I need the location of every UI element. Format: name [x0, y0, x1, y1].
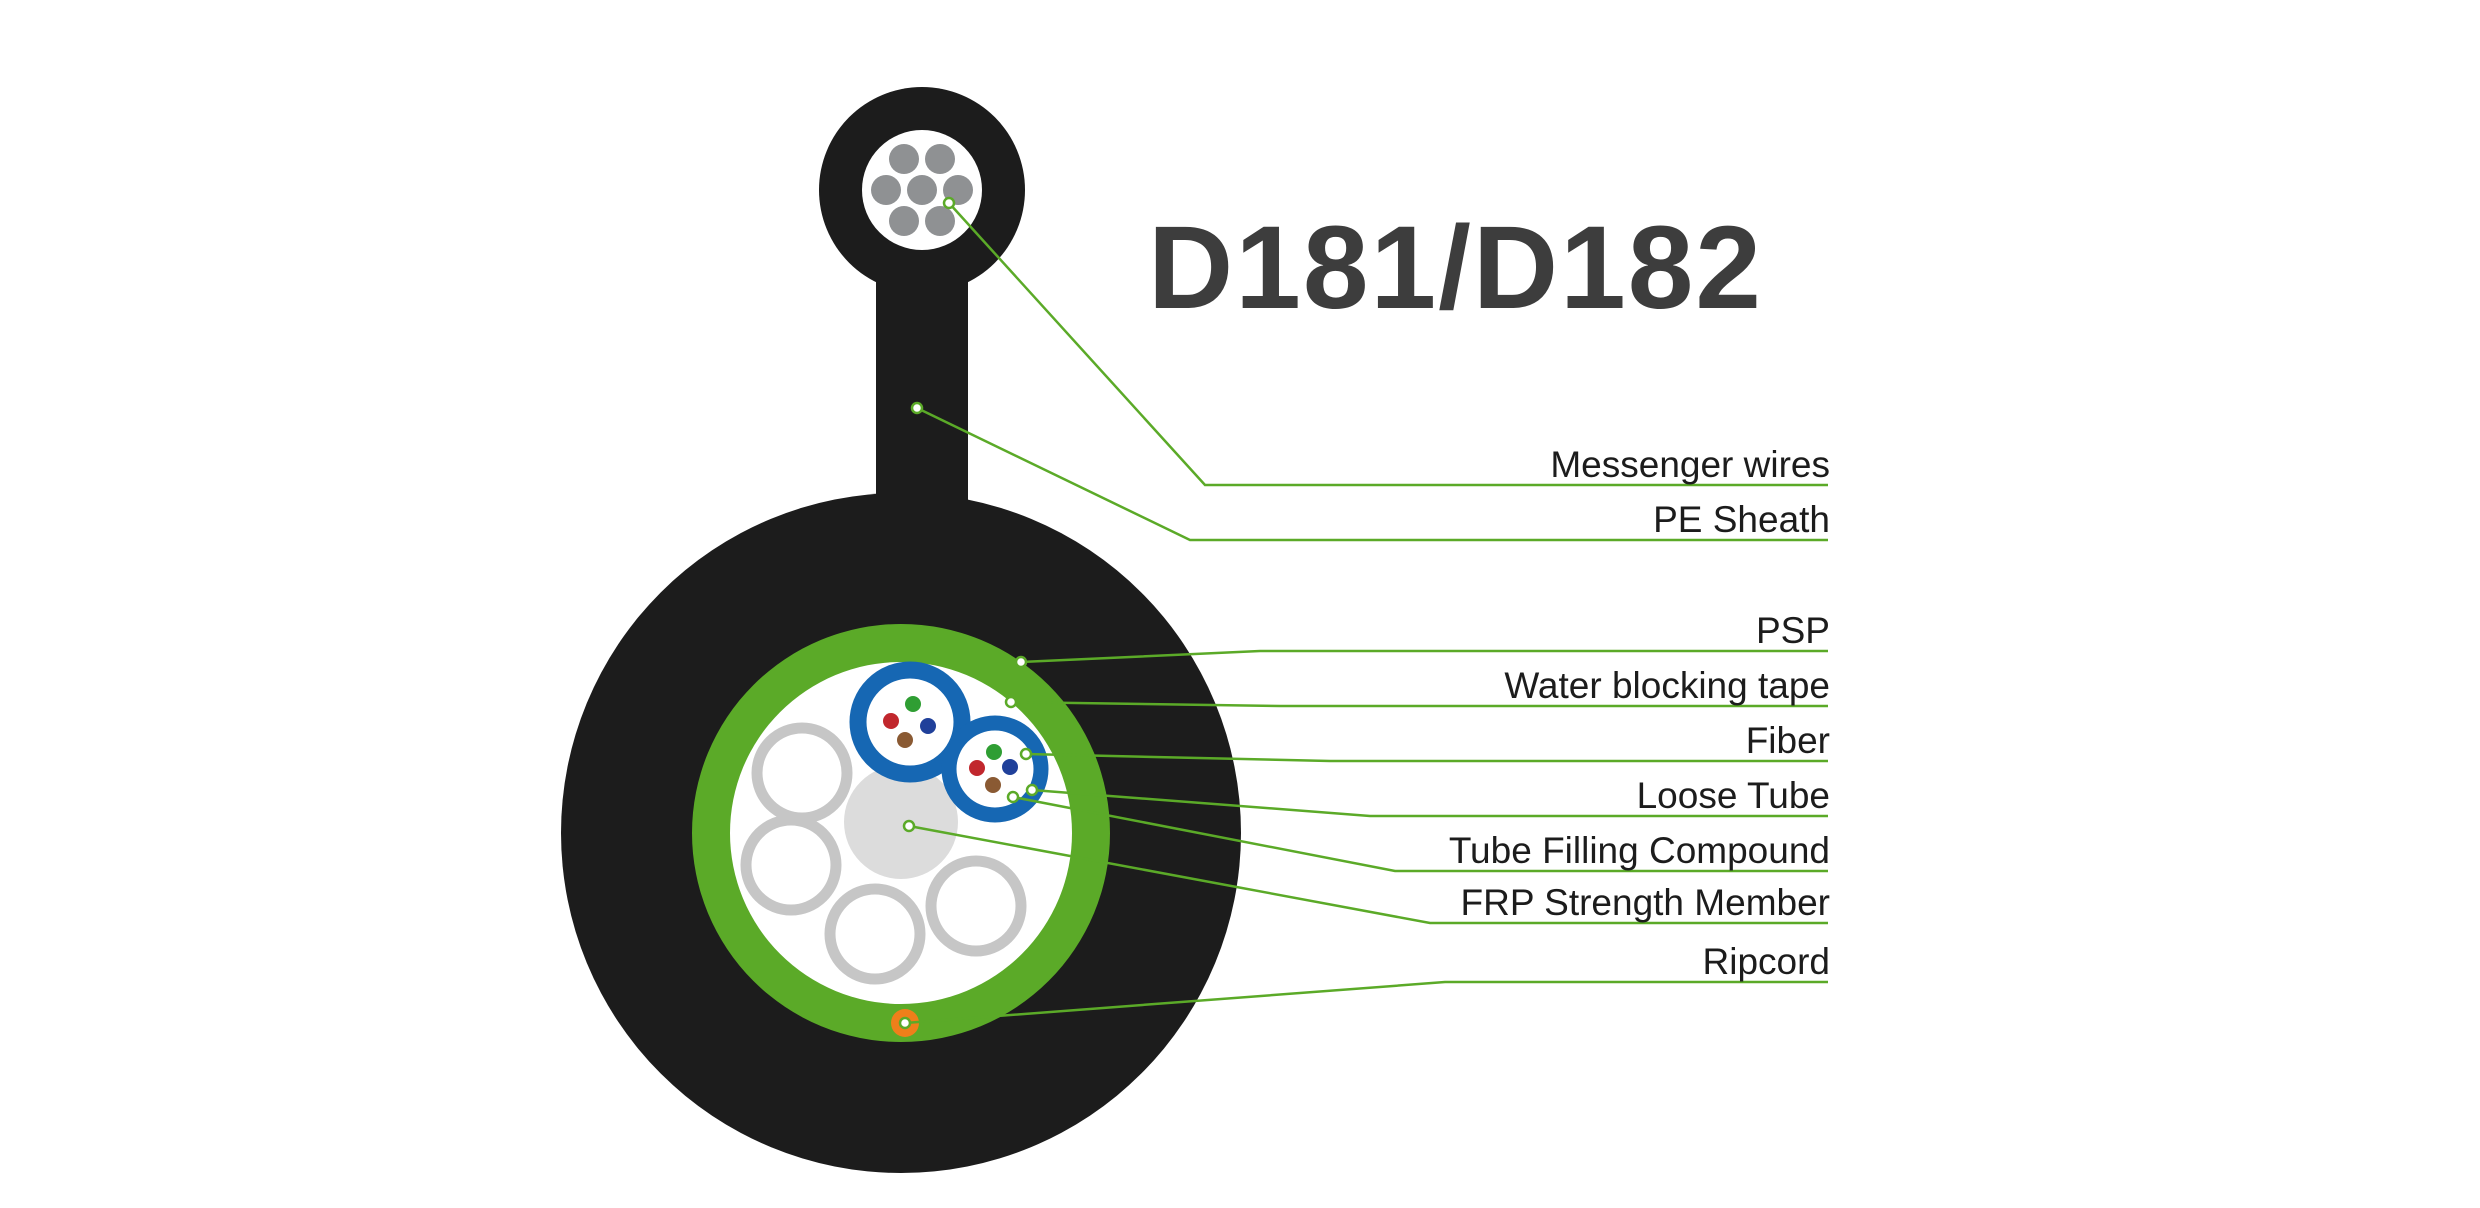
- anchor-dot: [898, 1016, 912, 1030]
- leader-ripcord: [904, 980, 1828, 1025]
- anchor-dot: [942, 196, 956, 210]
- label-ripcord: Ripcord: [1702, 941, 1831, 982]
- loose-tubes: [849, 661, 1049, 823]
- label-water-blocking-tape: Water blocking tape: [1504, 665, 1830, 706]
- anchor-dot: [1006, 790, 1020, 804]
- label-fiber: Fiber: [1745, 720, 1830, 761]
- leader-loose-tube: [1031, 788, 1828, 818]
- filler-tube: [751, 722, 853, 824]
- fiber-dots-blue: [920, 718, 1018, 775]
- label-pe-sheath: PE Sheath: [1653, 499, 1830, 540]
- fiber-dot: [969, 760, 985, 776]
- label-loose-tube: Loose Tube: [1636, 775, 1830, 816]
- messenger-wire: [907, 175, 937, 205]
- fiber-dots-red: [883, 713, 985, 776]
- leader-frp-strength-member: [908, 824, 1828, 925]
- label-tube-filling-compound: Tube Filling Compound: [1448, 830, 1830, 871]
- loose-tube-2: [941, 715, 1049, 823]
- loose-tube-1: [849, 661, 971, 783]
- leader-anchor-dots: [898, 196, 1039, 1030]
- label-psp: PSP: [1755, 610, 1830, 651]
- fiber-dot: [986, 744, 1002, 760]
- anchor-dot: [1004, 695, 1018, 709]
- fiber-dots-brown: [897, 732, 1001, 793]
- leader-tube-filling-compound: [1012, 795, 1828, 873]
- frp-strength-member-shape: [844, 765, 958, 879]
- fiber-dot: [985, 777, 1001, 793]
- leader-pe-sheath: [916, 406, 1828, 542]
- label-messenger-wires: Messenger wires: [1550, 444, 1830, 485]
- messenger-wire: [925, 144, 955, 174]
- filler-tubes: [740, 722, 1027, 985]
- filler-tube: [824, 883, 926, 985]
- messenger-wires-shape: [871, 144, 973, 236]
- leader-psp: [1020, 649, 1828, 664]
- filler-tube: [740, 814, 842, 916]
- anchor-dot: [902, 819, 916, 833]
- fiber-dot: [920, 718, 936, 734]
- fiber-dot: [1002, 759, 1018, 775]
- filler-tube: [925, 855, 1027, 957]
- fiber-dot: [897, 732, 913, 748]
- anchor-dot: [1014, 655, 1028, 669]
- label-frp-strength-member: FRP Strength Member: [1460, 882, 1830, 923]
- leader-messenger-wires: [948, 202, 1828, 487]
- diagram-title: D181/D182: [1148, 202, 1763, 334]
- messenger-wire: [871, 175, 901, 205]
- leader-water-blocking-tape: [1010, 700, 1828, 708]
- fiber-dots-green: [905, 696, 1002, 760]
- fiber-dot: [905, 696, 921, 712]
- anchor-dot: [1025, 783, 1039, 797]
- anchor-dot: [910, 401, 924, 415]
- leader-fiber: [1025, 752, 1828, 763]
- sheath-neck: [876, 235, 968, 535]
- leader-lines: [898, 196, 1828, 1030]
- messenger-wire: [889, 144, 919, 174]
- anchor-dot: [1019, 747, 1033, 761]
- messenger-wire: [925, 206, 955, 236]
- fiber-dot: [883, 713, 899, 729]
- messenger-wire: [889, 206, 919, 236]
